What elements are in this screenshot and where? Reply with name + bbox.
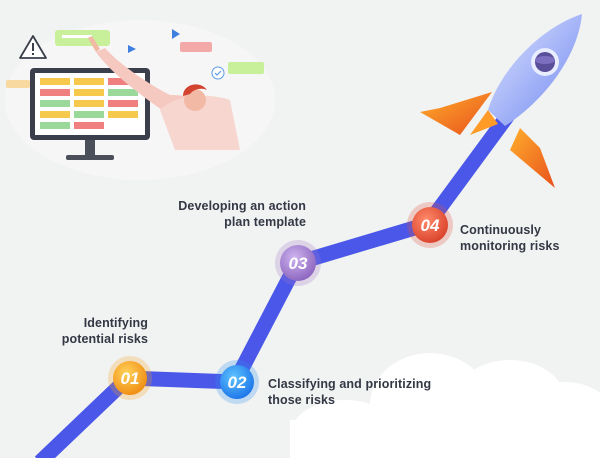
step-number: 03 xyxy=(289,254,308,273)
warning-icon xyxy=(19,35,47,59)
step-number: 02 xyxy=(228,373,247,392)
illustration xyxy=(5,20,275,180)
step-number: 04 xyxy=(421,216,440,235)
step-label-line: plan template xyxy=(224,215,306,229)
cloud-icon xyxy=(290,353,600,458)
step-number: 01 xyxy=(121,369,140,388)
step-node: 02 xyxy=(215,360,259,404)
step-label: Identifying potential risks xyxy=(46,315,148,347)
step-label-line: potential risks xyxy=(61,332,148,346)
computer-monitor-icon xyxy=(30,68,150,160)
progress-path xyxy=(34,83,535,458)
step-node: 03 xyxy=(275,240,321,286)
step-label-line: Identifying xyxy=(83,316,148,330)
person-pointing-icon xyxy=(88,36,240,150)
step-label: Continuously monitoring risks xyxy=(460,222,590,254)
step-label-line: monitoring risks xyxy=(460,239,560,253)
rocket-icon xyxy=(420,14,582,188)
step-node: 01 xyxy=(108,356,152,400)
step-label: Classifying and prioritizing those risks xyxy=(268,376,468,408)
step-label-line: those risks xyxy=(268,393,336,407)
check-icon xyxy=(211,66,225,80)
step-label-line: Developing an action xyxy=(178,199,306,213)
step-node: 04 xyxy=(407,202,453,248)
step-label-line: Continuously xyxy=(460,223,542,237)
step-label: Developing an action plan template xyxy=(150,198,306,230)
step-label-line: Classifying and prioritizing xyxy=(268,377,432,391)
